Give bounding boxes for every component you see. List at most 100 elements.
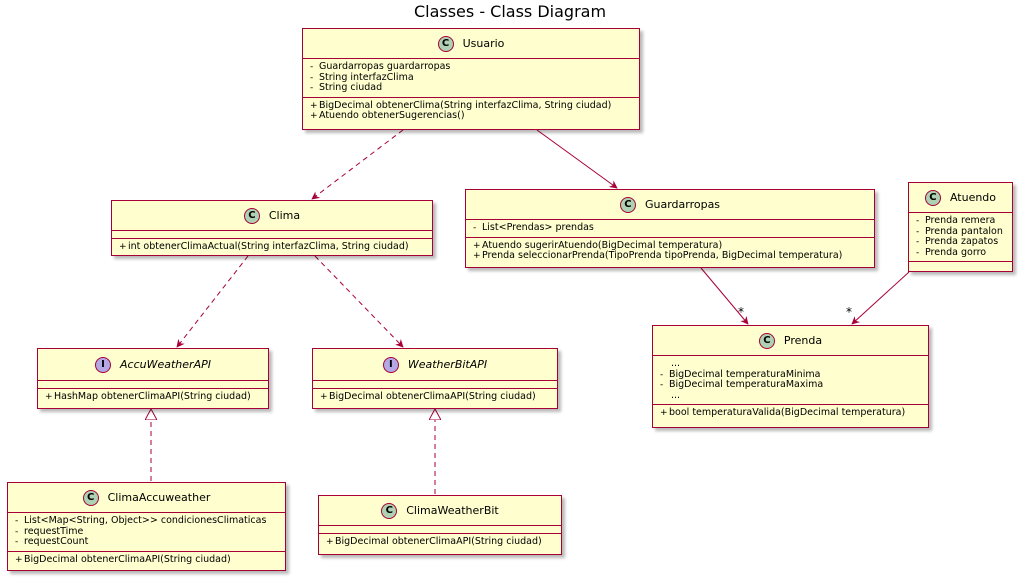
edge-usuario-guardarropas <box>536 129 618 189</box>
edge-usuario-clima <box>311 129 404 200</box>
class-name: Clima <box>268 209 301 222</box>
member-text: String ciudad <box>319 82 383 93</box>
member-text: Atuendo obtenerSugerencias() <box>319 110 465 121</box>
private-visibility-icon: - <box>15 516 19 526</box>
class-name: Guardarropas <box>644 198 721 211</box>
member-row: +bool temperaturaValida(BigDecimal tempe… <box>660 407 928 419</box>
member-row: +BigDecimal obtenerClimaAPI(String ciuda… <box>326 536 561 548</box>
class-clima[interactable]: C Clima +int obtenerClimaActual(String i… <box>111 200 433 256</box>
class-badge-icon: C <box>243 207 260 224</box>
private-visibility-icon: - <box>15 526 19 537</box>
public-visibility-icon: + <box>473 251 481 261</box>
class-header: I WeatherBitAPI <box>313 349 557 381</box>
member-row: -BigDecimal temperaturaMaxima <box>660 379 928 391</box>
interface-accuweatherapi[interactable]: I AccuWeatherAPI +HashMap obtenerClimaAP… <box>37 348 269 409</box>
public-visibility-icon: + <box>473 240 481 251</box>
interface-badge-icon: I <box>95 356 112 373</box>
class-badge-icon: C <box>381 502 398 519</box>
member-row: ... <box>660 358 928 370</box>
class-usuario[interactable]: C Usuario -Guardarropas guardarropas-Str… <box>302 28 640 130</box>
member-text: List<Map<String, Object>> condicionesCli… <box>24 515 267 526</box>
class-header: I AccuWeatherAPI <box>38 349 268 381</box>
private-visibility-icon: - <box>310 83 314 93</box>
methods-section: +BigDecimal obtenerClimaAPI(String ciuda… <box>313 389 557 406</box>
public-visibility-icon: + <box>326 537 334 547</box>
diagram-title: Classes - Class Diagram <box>413 2 607 21</box>
member-row: +BigDecimal obtenerClimaAPI(String ciuda… <box>15 554 285 566</box>
methods-section: +BigDecimal obtenerClimaAPI(String ciuda… <box>8 552 285 569</box>
class-name: Prenda <box>783 334 823 347</box>
member-row: -requestCount <box>15 536 285 548</box>
multiplicity-atuendo-prenda: * <box>846 305 852 319</box>
public-visibility-icon: + <box>45 392 53 402</box>
class-badge-icon: C <box>758 332 775 349</box>
member-text: Prenda seleccionarPrenda(TipoPrenda tipo… <box>482 250 843 261</box>
public-visibility-icon: + <box>320 392 328 402</box>
member-text: List<Prendas> prendas <box>482 222 594 233</box>
private-visibility-icon: - <box>310 62 314 72</box>
member-row: +HashMap obtenerClimaAPI(String ciudad) <box>45 391 268 403</box>
methods-section: +HashMap obtenerClimaAPI(String ciudad) <box>38 389 268 406</box>
interface-weatherbitapi[interactable]: I WeatherBitAPI +BigDecimal obtenerClima… <box>312 348 558 409</box>
private-visibility-icon: - <box>660 380 664 390</box>
member-text: Prenda zapatos <box>925 236 999 247</box>
member-text: BigDecimal temperaturaMaxima <box>669 379 824 390</box>
public-visibility-icon: + <box>310 100 318 111</box>
member-row: -String ciudad <box>310 82 639 94</box>
member-row: -requestTime <box>15 525 285 538</box>
interface-badge-icon: I <box>382 356 399 373</box>
edge-atuendo-prenda <box>851 271 910 325</box>
fields-section: ...-BigDecimal temperaturaMinima-BigDeci… <box>653 356 928 405</box>
member-row: -Prenda pantalon <box>916 225 1012 238</box>
fields-section <box>313 381 557 389</box>
member-row: -Prenda remera <box>916 215 1012 227</box>
member-row: -List<Prendas> prendas <box>473 222 874 234</box>
class-name: AccuWeatherAPI <box>120 358 211 371</box>
private-visibility-icon: - <box>15 537 19 547</box>
member-row: +int obtenerClimaActual(String interfazC… <box>119 241 432 253</box>
class-header: C Guardarropas <box>466 190 874 220</box>
methods-section: +BigDecimal obtenerClima(String interfaz… <box>303 98 639 125</box>
class-name: Atuendo <box>949 191 997 204</box>
member-text: BigDecimal obtenerClimaAPI(String ciudad… <box>335 536 542 547</box>
member-text: Atuendo sugerirAtuendo(BigDecimal temper… <box>482 239 723 251</box>
member-text: Prenda pantalon <box>925 225 1003 237</box>
class-atuendo[interactable]: C Atuendo -Prenda remera-Prenda pantalon… <box>908 182 1013 272</box>
member-text: HashMap obtenerClimaAPI(String ciudad) <box>54 391 251 402</box>
class-name: Usuario <box>462 37 505 50</box>
member-row: -Guardarropas guardarropas <box>310 61 639 73</box>
member-row: -BigDecimal temperaturaMinima <box>660 369 928 381</box>
class-prenda[interactable]: C Prenda ...-BigDecimal temperaturaMinim… <box>652 325 929 428</box>
member-row: -String interfazClima <box>310 72 639 84</box>
member-row: -List<Map<String, Object>> condicionesCl… <box>15 515 285 527</box>
member-text: requestTime <box>24 525 84 537</box>
class-climaaccuweather[interactable]: C ClimaAccuweather -List<Map<String, Obj… <box>7 482 286 571</box>
public-visibility-icon: + <box>119 242 127 252</box>
member-row: +Atuendo obtenerSugerencias() <box>310 110 639 122</box>
class-name: ClimaAccuweather <box>107 491 211 504</box>
methods-section: +Atuendo sugerirAtuendo(BigDecimal tempe… <box>466 238 874 265</box>
member-text: BigDecimal obtenerClimaAPI(String ciudad… <box>329 391 536 402</box>
fields-section: -Prenda remera-Prenda pantalon-Prenda za… <box>909 213 1012 262</box>
member-text: int obtenerClimaActual(String interfazCl… <box>128 241 409 252</box>
fields-section: -List<Prendas> prendas <box>466 220 874 238</box>
class-guardarropas[interactable]: C Guardarropas -List<Prendas> prendas +A… <box>465 189 875 268</box>
member-row: -Prenda gorro <box>916 247 1012 259</box>
member-row: +Atuendo sugerirAtuendo(BigDecimal tempe… <box>473 239 874 252</box>
private-visibility-icon: - <box>473 223 477 233</box>
fields-section: -Guardarropas guardarropas-String interf… <box>303 59 639 98</box>
member-text: bool temperaturaValida(BigDecimal temper… <box>669 407 906 418</box>
private-visibility-icon: - <box>916 226 920 237</box>
methods-section: +bool temperaturaValida(BigDecimal tempe… <box>653 405 928 422</box>
member-row: ... <box>660 389 928 402</box>
methods-section: +BigDecimal obtenerClimaAPI(String ciuda… <box>319 534 561 551</box>
class-badge-icon: C <box>924 189 941 206</box>
member-text: Prenda remera <box>925 215 996 226</box>
fields-section <box>112 231 432 239</box>
edge-clima-accuweatherapi <box>176 255 249 348</box>
member-text: ... <box>671 389 681 401</box>
class-badge-icon: C <box>82 489 99 506</box>
class-header: C ClimaWeatherBit <box>319 496 561 526</box>
class-climaweatherbit[interactable]: C ClimaWeatherBit +BigDecimal obtenerCli… <box>318 495 562 555</box>
public-visibility-icon: + <box>310 111 318 121</box>
